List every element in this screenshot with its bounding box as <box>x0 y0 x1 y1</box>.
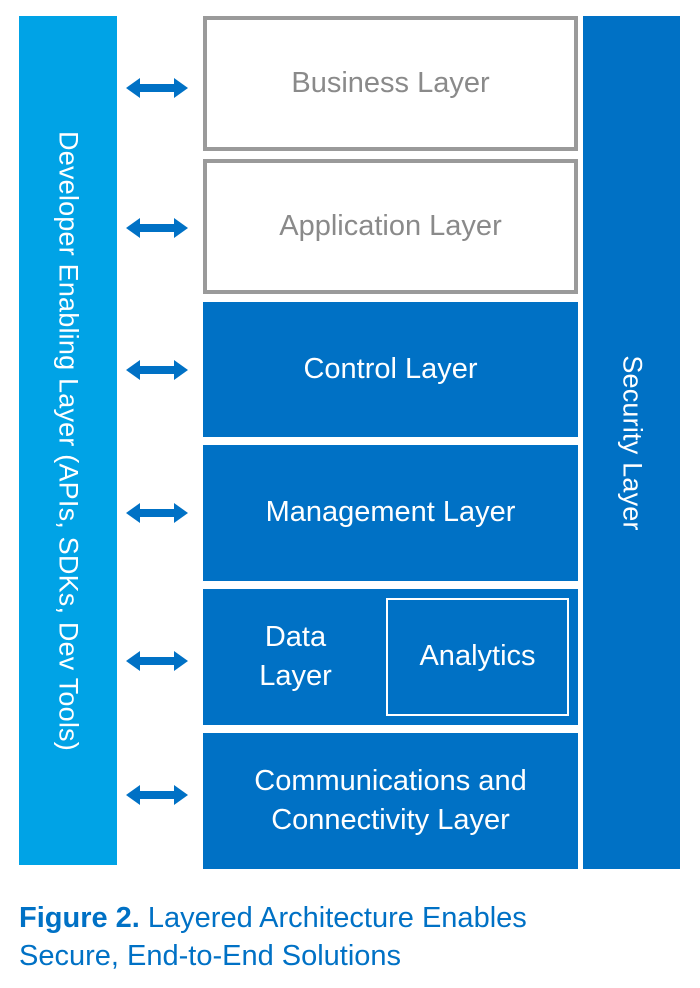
control-layer-label: Control Layer <box>303 352 478 385</box>
double-arrow-icon <box>126 785 188 805</box>
business-layer-label: Business Layer <box>291 66 490 99</box>
double-arrow-icon <box>126 360 188 380</box>
caption-line2: Secure, End-to-End Solutions <box>19 939 402 972</box>
caption-line1: Layered Architecture Enables <box>147 902 527 934</box>
business-layer: Business Layer <box>203 16 578 151</box>
application-layer-label: Application Layer <box>279 209 502 242</box>
application-layer: Application Layer <box>203 159 578 294</box>
management-layer: Management Layer <box>203 445 578 581</box>
data-layer-label-line2: Layer <box>259 660 332 692</box>
double-arrow-icon <box>126 218 188 238</box>
data-layer-label: Data Layer <box>203 589 388 725</box>
data-layer: Data Layer Analytics <box>203 589 578 725</box>
analytics-box: Analytics <box>386 598 569 716</box>
developer-enabling-layer-label: Developer Enabling Layer (APIs, SDKs, De… <box>53 130 84 751</box>
security-layer-label: Security Layer <box>617 354 647 531</box>
analytics-label: Analytics <box>419 640 536 673</box>
developer-enabling-layer: Developer Enabling Layer (APIs, SDKs, De… <box>19 16 117 865</box>
communications-layer-line2: Connectivity Layer <box>271 804 510 836</box>
double-arrow-icon <box>126 503 188 523</box>
control-layer: Control Layer <box>203 302 578 437</box>
figure-caption: Figure 2. Layered Architecture Enables S… <box>19 900 679 975</box>
management-layer-label: Management Layer <box>265 496 516 529</box>
double-arrow-icon <box>126 78 188 98</box>
double-arrow-icon <box>126 651 188 671</box>
data-layer-label-line1: Data <box>264 620 327 653</box>
figure-label: Figure 2. <box>19 902 140 934</box>
security-layer: Security Layer <box>583 16 680 869</box>
communications-layer-line1: Communications and <box>254 764 527 797</box>
communications-connectivity-layer: Communications and Connectivity Layer <box>203 733 578 869</box>
